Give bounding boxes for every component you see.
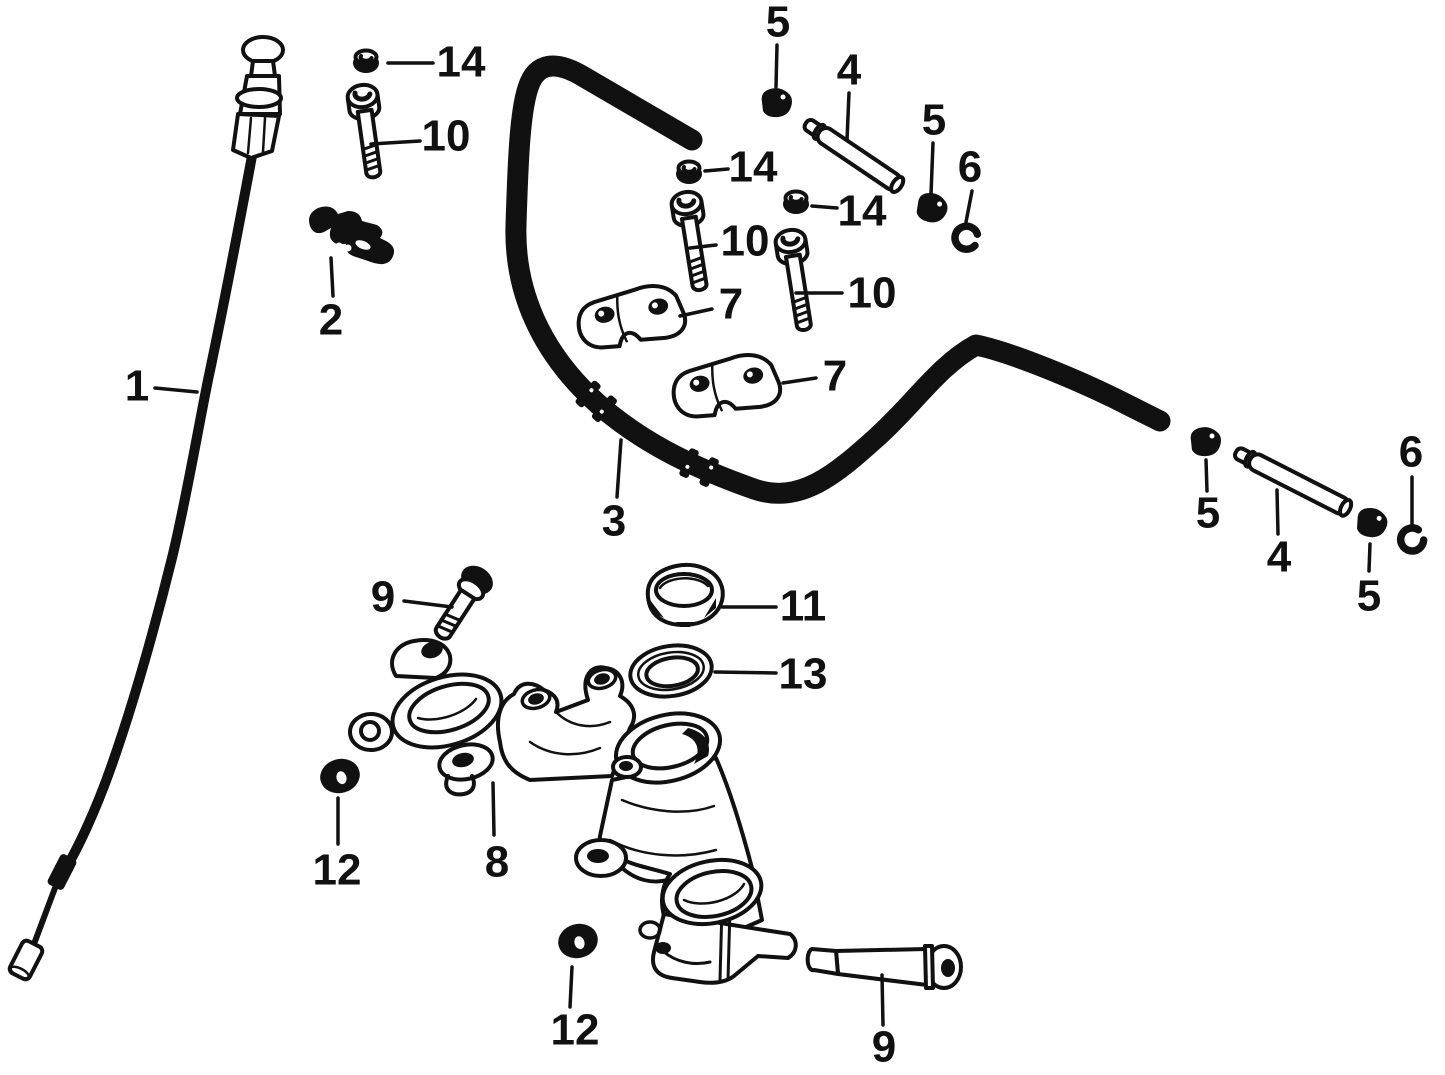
part-label-4: 4 [837, 46, 862, 95]
flange-nut-part-14-b [676, 159, 702, 184]
part-label-12: 12 [313, 846, 362, 895]
clip-part-6-b [1396, 524, 1428, 555]
leader-line [810, 204, 839, 210]
end-rod-part-4-b [1233, 446, 1354, 518]
leader-line [491, 781, 496, 837]
part-label-13: 13 [779, 650, 828, 699]
part-label-6: 6 [1399, 428, 1423, 477]
part-label-5: 5 [922, 96, 946, 145]
top-bridge-part-8 [348, 638, 798, 985]
flange-nut-part-14-c [783, 189, 809, 214]
end-nut-part-5-a [761, 88, 792, 118]
leader-line [781, 376, 818, 385]
leader-line [688, 243, 718, 250]
part-label-14: 14 [838, 187, 887, 236]
cap-nut-part-12-b [558, 923, 598, 959]
callout-labels: 1 2 3 4 4 5 5 5 5 6 6 7 7 8 9 9 10 10 10… [125, 0, 1423, 1072]
leader-line [703, 167, 730, 173]
leader-line [1275, 488, 1280, 536]
leader-line [1367, 542, 1372, 573]
part-label-9: 9 [371, 573, 395, 622]
part-label-3: 3 [602, 497, 626, 546]
cable-clamp-part-2 [309, 206, 395, 265]
part-label-10: 10 [848, 269, 897, 318]
bar-holder-part-7-lower [671, 353, 783, 419]
part-label-9: 9 [872, 1023, 896, 1072]
flange-nut-part-14-a [353, 48, 379, 73]
part-label-5: 5 [1357, 572, 1381, 621]
part-label-14: 14 [437, 38, 486, 87]
socket-bolt-part-10-a [345, 82, 383, 180]
leader-line [845, 91, 851, 142]
end-rod-part-4-a [802, 117, 906, 194]
leader-line [678, 307, 714, 318]
part-label-10: 10 [422, 112, 471, 161]
part-label-14: 14 [729, 143, 778, 192]
socket-bolt-part-10-b [669, 189, 709, 293]
cable-part-1 [7, 35, 285, 982]
part-label-10: 10 [721, 217, 770, 266]
leader-line [929, 141, 935, 196]
leader-line [329, 256, 335, 298]
socket-bolt-part-10-c [773, 227, 813, 333]
cap-nut-part-12-a [320, 758, 360, 794]
end-nut-part-5-d [1356, 508, 1388, 538]
leader-line [568, 965, 574, 1009]
part-label-5: 5 [1196, 489, 1220, 538]
leader-line [1204, 458, 1209, 493]
leader-line [964, 189, 974, 224]
part-label-1: 1 [125, 362, 149, 411]
part-label-7: 7 [823, 352, 847, 401]
leader-line [880, 973, 885, 1027]
part-label-11: 11 [780, 582, 827, 631]
stem-bolt-part-9-top [433, 565, 493, 641]
leader-line [153, 386, 199, 394]
leader-line [615, 438, 623, 499]
part-label-4: 4 [1267, 533, 1292, 582]
part-label-6: 6 [958, 143, 982, 192]
leader-line [369, 139, 422, 146]
washer-part-13 [628, 643, 714, 699]
clip-part-6-a [951, 222, 982, 253]
handlebar-part-3 [505, 55, 1171, 504]
part-label-12: 12 [551, 1006, 600, 1055]
handlebar-knurl-band [679, 448, 719, 487]
end-nut-part-5-c [1190, 427, 1221, 457]
part-label-2: 2 [319, 296, 343, 345]
leader-lines [153, 43, 1414, 1027]
handlebar-knurl-band [575, 380, 617, 422]
bar-holder-part-7-upper [576, 284, 688, 350]
leader-line [774, 43, 779, 89]
part-label-8: 8 [485, 838, 509, 887]
stem-nut-part-11 [645, 563, 725, 627]
leader-line [713, 670, 778, 675]
part-label-7: 7 [719, 280, 743, 329]
leader-line [402, 599, 454, 609]
end-nut-part-5-b [916, 192, 948, 223]
part-label-5: 5 [766, 0, 790, 47]
stem-bolt-part-9-bottom [805, 944, 963, 990]
